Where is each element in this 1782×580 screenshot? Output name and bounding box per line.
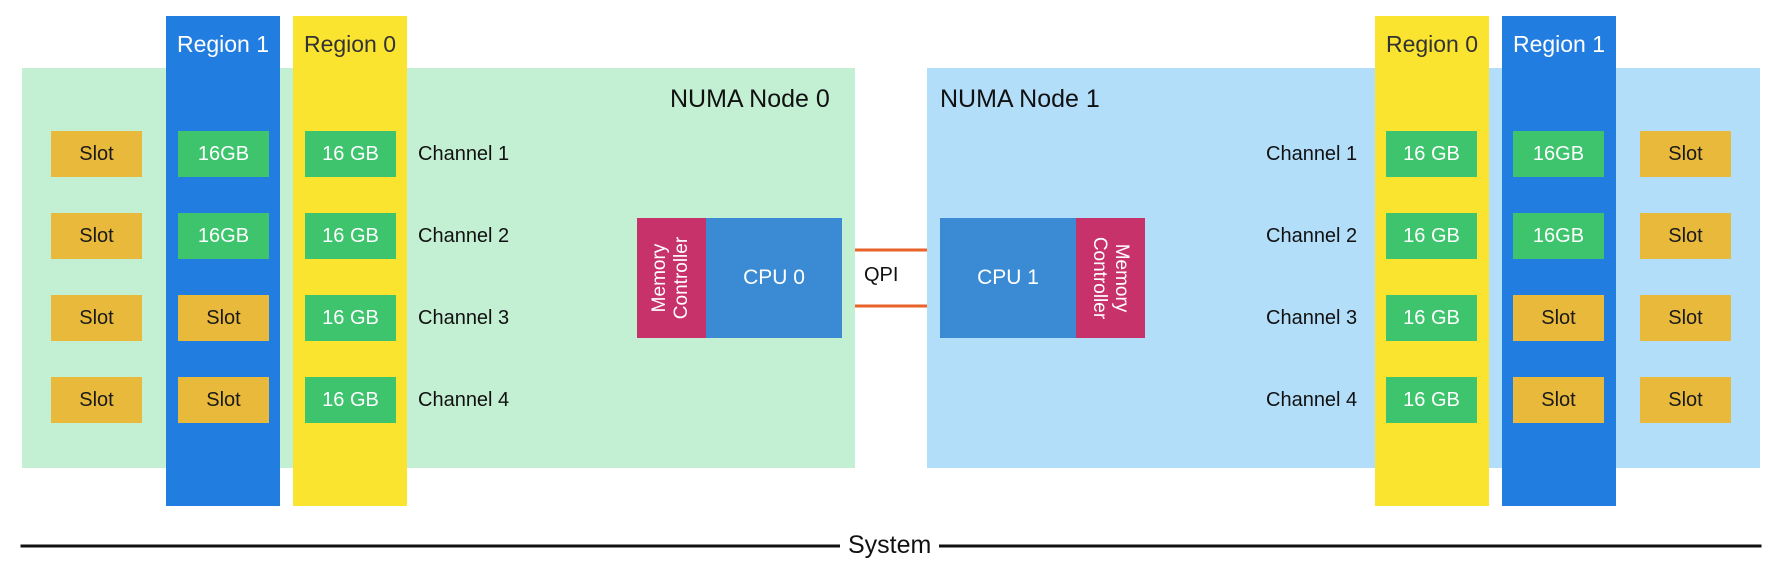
node1-ch4-region0-dimm: 16 GB bbox=[1386, 377, 1477, 423]
node0-ch3-region1-slot: Slot bbox=[178, 295, 269, 341]
node1-region0-band bbox=[1375, 16, 1489, 506]
system-label: System bbox=[840, 530, 940, 560]
node0-region0-label: Region 0 bbox=[303, 31, 397, 57]
node1-ch1-region1-dimm: 16GB bbox=[1513, 131, 1604, 177]
node0-ch2-region1-dimm: 16GB bbox=[178, 213, 269, 259]
node0-ch2-outer-slot: Slot bbox=[51, 213, 142, 259]
node1-ch1-outer-slot: Slot bbox=[1640, 131, 1731, 177]
node0-channel-2-label: Channel 2 bbox=[418, 225, 510, 247]
node0-ch2-region0-dimm: 16 GB bbox=[305, 213, 396, 259]
node1-channel-4-label: Channel 4 bbox=[1266, 389, 1358, 411]
cpu-1: CPU 1 bbox=[940, 218, 1076, 338]
numa-node-0-title: NUMA Node 0 bbox=[670, 85, 830, 113]
node1-ch3-region0-dimm: 16 GB bbox=[1386, 295, 1477, 341]
node1-ch2-region1-dimm: 16GB bbox=[1513, 213, 1604, 259]
node0-ch4-region1-slot: Slot bbox=[178, 377, 269, 423]
qpi-label: QPI bbox=[864, 264, 899, 286]
node1-ch3-outer-slot: Slot bbox=[1640, 295, 1731, 341]
node0-ch4-region0-dimm: 16 GB bbox=[305, 377, 396, 423]
node1-region1-band bbox=[1502, 16, 1616, 506]
node0-region0-band bbox=[293, 16, 407, 506]
node0-region1-band bbox=[166, 16, 280, 506]
node0-ch1-region1-dimm: 16GB bbox=[178, 131, 269, 177]
node0-channel-1-label: Channel 1 bbox=[418, 143, 510, 165]
numa-node-1-title: NUMA Node 1 bbox=[940, 85, 1100, 113]
node0-channel-3-label: Channel 3 bbox=[418, 307, 510, 329]
node0-memory-controller: Memory Controller bbox=[637, 218, 706, 338]
node0-mc-line2: Controller bbox=[671, 236, 693, 320]
node1-channel-3-label: Channel 3 bbox=[1266, 307, 1358, 329]
node1-ch4-region1-slot: Slot bbox=[1513, 377, 1604, 423]
node0-ch3-outer-slot: Slot bbox=[51, 295, 142, 341]
node1-channel-2-label: Channel 2 bbox=[1266, 225, 1358, 247]
node0-channel-4-label: Channel 4 bbox=[418, 389, 510, 411]
node0-mc-line1: Memory bbox=[649, 243, 671, 313]
node1-mc-line2: Controller bbox=[1089, 236, 1111, 320]
node1-memory-controller: Memory Controller bbox=[1076, 218, 1145, 338]
node1-ch2-region0-dimm: 16 GB bbox=[1386, 213, 1477, 259]
node1-mc-line1: Memory bbox=[1111, 243, 1133, 313]
node0-ch3-region0-dimm: 16 GB bbox=[305, 295, 396, 341]
cpu-0: CPU 0 bbox=[706, 218, 842, 338]
node1-region1-label: Region 1 bbox=[1512, 31, 1606, 57]
node0-ch1-region0-dimm: 16 GB bbox=[305, 131, 396, 177]
node1-ch4-outer-slot: Slot bbox=[1640, 377, 1731, 423]
node1-ch1-region0-dimm: 16 GB bbox=[1386, 131, 1477, 177]
node1-ch2-outer-slot: Slot bbox=[1640, 213, 1731, 259]
node1-channel-1-label: Channel 1 bbox=[1266, 143, 1358, 165]
node0-ch4-outer-slot: Slot bbox=[51, 377, 142, 423]
node1-region0-label: Region 0 bbox=[1385, 31, 1479, 57]
node0-region1-label: Region 1 bbox=[176, 31, 270, 57]
node0-ch1-outer-slot: Slot bbox=[51, 131, 142, 177]
node1-ch3-region1-slot: Slot bbox=[1513, 295, 1604, 341]
